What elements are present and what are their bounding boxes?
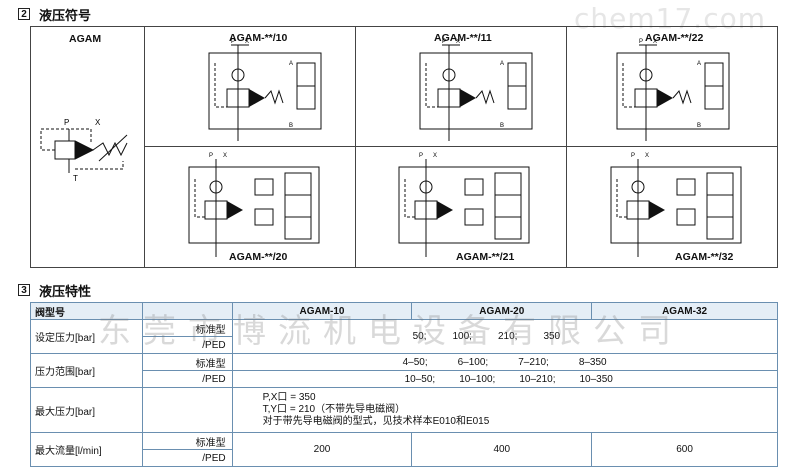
header-cell: AGAM-32	[591, 302, 778, 320]
symbol-label: AGAM-**/22	[645, 32, 704, 44]
port-p: P	[64, 118, 69, 127]
sub-label: 标准型	[141, 432, 233, 450]
header-cell: 阀型号	[30, 302, 143, 320]
table-cell: 50; 100; 210; 350	[231, 319, 779, 354]
symbol-label: AGAM-**/21	[456, 251, 515, 263]
sub-label: /PED	[141, 449, 233, 467]
header-cell: AGAM-20	[411, 302, 593, 320]
symbol-cell-variant-5: AGAM-**/21	[356, 147, 567, 267]
value-text: 10–210;	[519, 373, 556, 385]
value-text: 10–50;	[404, 373, 436, 385]
section-number: 2	[18, 8, 30, 20]
symbol-label: AGAM-**/32	[675, 251, 734, 263]
symbol-cell-variant-2: AGAM-**/11	[356, 27, 567, 147]
value-text: 50;	[412, 331, 427, 342]
section-2-heading: 2 液压符号	[18, 6, 92, 23]
table-cell: 10–50; 10–100; 10–210; 10–350	[231, 370, 779, 388]
symbol-label: AGAM	[69, 33, 102, 45]
row-label: 最大流量[l/min]	[30, 432, 143, 467]
symbol-label: AGAM-**/11	[434, 32, 492, 44]
symbol-cell-variant-3: AGAM-**/22	[567, 27, 777, 147]
symbol-cell-main: AGAM P X T	[31, 27, 145, 267]
value-text: T,Y口 = 210（不带先导电磁阀）	[262, 404, 406, 415]
value-text: 4–50;	[402, 356, 428, 368]
table-cell: P,X口 = 350 T,Y口 = 210（不带先导电磁阀） 对于带先导电磁阀的…	[231, 387, 779, 433]
section-3-heading: 3 液压特性	[18, 282, 92, 299]
sub-label: 标准型	[141, 353, 233, 371]
value-text: 600	[591, 432, 778, 467]
sub-label: 标准型	[141, 319, 233, 337]
table-cell: 4–50; 6–100; 7–210; 8–350	[231, 353, 779, 371]
value-text: 10–350	[579, 373, 613, 385]
table-header-row: 阀型号 AGAM-10 AGAM-20 AGAM-32	[30, 302, 778, 320]
value-text: 350	[543, 331, 561, 342]
hydraulic-symbols-panel: AGAM P X T AGAM-**/10 AGAM-**/11 AGAM-**…	[30, 26, 778, 268]
port-t: T	[73, 174, 78, 183]
table-row: 压力范围[bar] 标准型 4–50; 6–100; 7–210; 8–350	[30, 353, 779, 388]
header-cell: AGAM-10	[231, 302, 413, 320]
table-row: 最大压力[bar] P,X口 = 350 T,Y口 = 210（不带先导电磁阀）…	[30, 387, 779, 433]
value-text: 210;	[497, 331, 518, 342]
section-number: 3	[18, 284, 30, 296]
row-label: 压力范围[bar]	[30, 353, 143, 388]
watermark-top: chem17.com	[574, 2, 766, 35]
symbol-cell-variant-6: AGAM-**/32	[567, 147, 777, 267]
value-text: 8–350	[578, 356, 607, 368]
table-row: /PED 10–50; 10–100; 10–210; 10–350	[31, 370, 779, 388]
value-text: 10–100;	[459, 373, 496, 385]
symbol-cell-variant-4: AGAM-**/20	[145, 147, 356, 267]
symbol-label: AGAM-**/20	[229, 251, 288, 263]
value-text: 7–210;	[518, 356, 549, 368]
symbol-cell-variant-1: AGAM-**/10	[145, 27, 356, 147]
row-label: 设定压力[bar]	[30, 319, 143, 354]
table-row: 最大流量[l/min] 标准型 200 400 600	[30, 432, 778, 467]
value-text: 200	[231, 432, 413, 467]
sub-label: /PED	[141, 370, 233, 388]
sub-label: /PED	[141, 336, 233, 354]
section-title: 液压特性	[39, 283, 92, 299]
port-x: X	[95, 118, 101, 127]
section-title: 液压符号	[39, 7, 92, 23]
table-row: 设定压力[bar] 标准型 50; 100; 210; 350	[30, 319, 779, 354]
value-text: 对于带先导电磁阀的型式，见技术样本E010和E015	[262, 416, 490, 427]
relief-valve-symbol: P X T	[40, 118, 128, 183]
row-label: 最大压力[bar]	[30, 387, 143, 433]
value-text: 100;	[452, 331, 472, 342]
symbol-label: AGAM-**/10	[229, 32, 288, 44]
hydraulic-characteristics-table: 阀型号 AGAM-10 AGAM-20 AGAM-32 设定压力[bar] 标准…	[30, 302, 779, 467]
value-text: P,X口 = 350	[262, 392, 316, 403]
value-text: 400	[411, 432, 593, 467]
value-text: 6–100;	[457, 356, 489, 368]
